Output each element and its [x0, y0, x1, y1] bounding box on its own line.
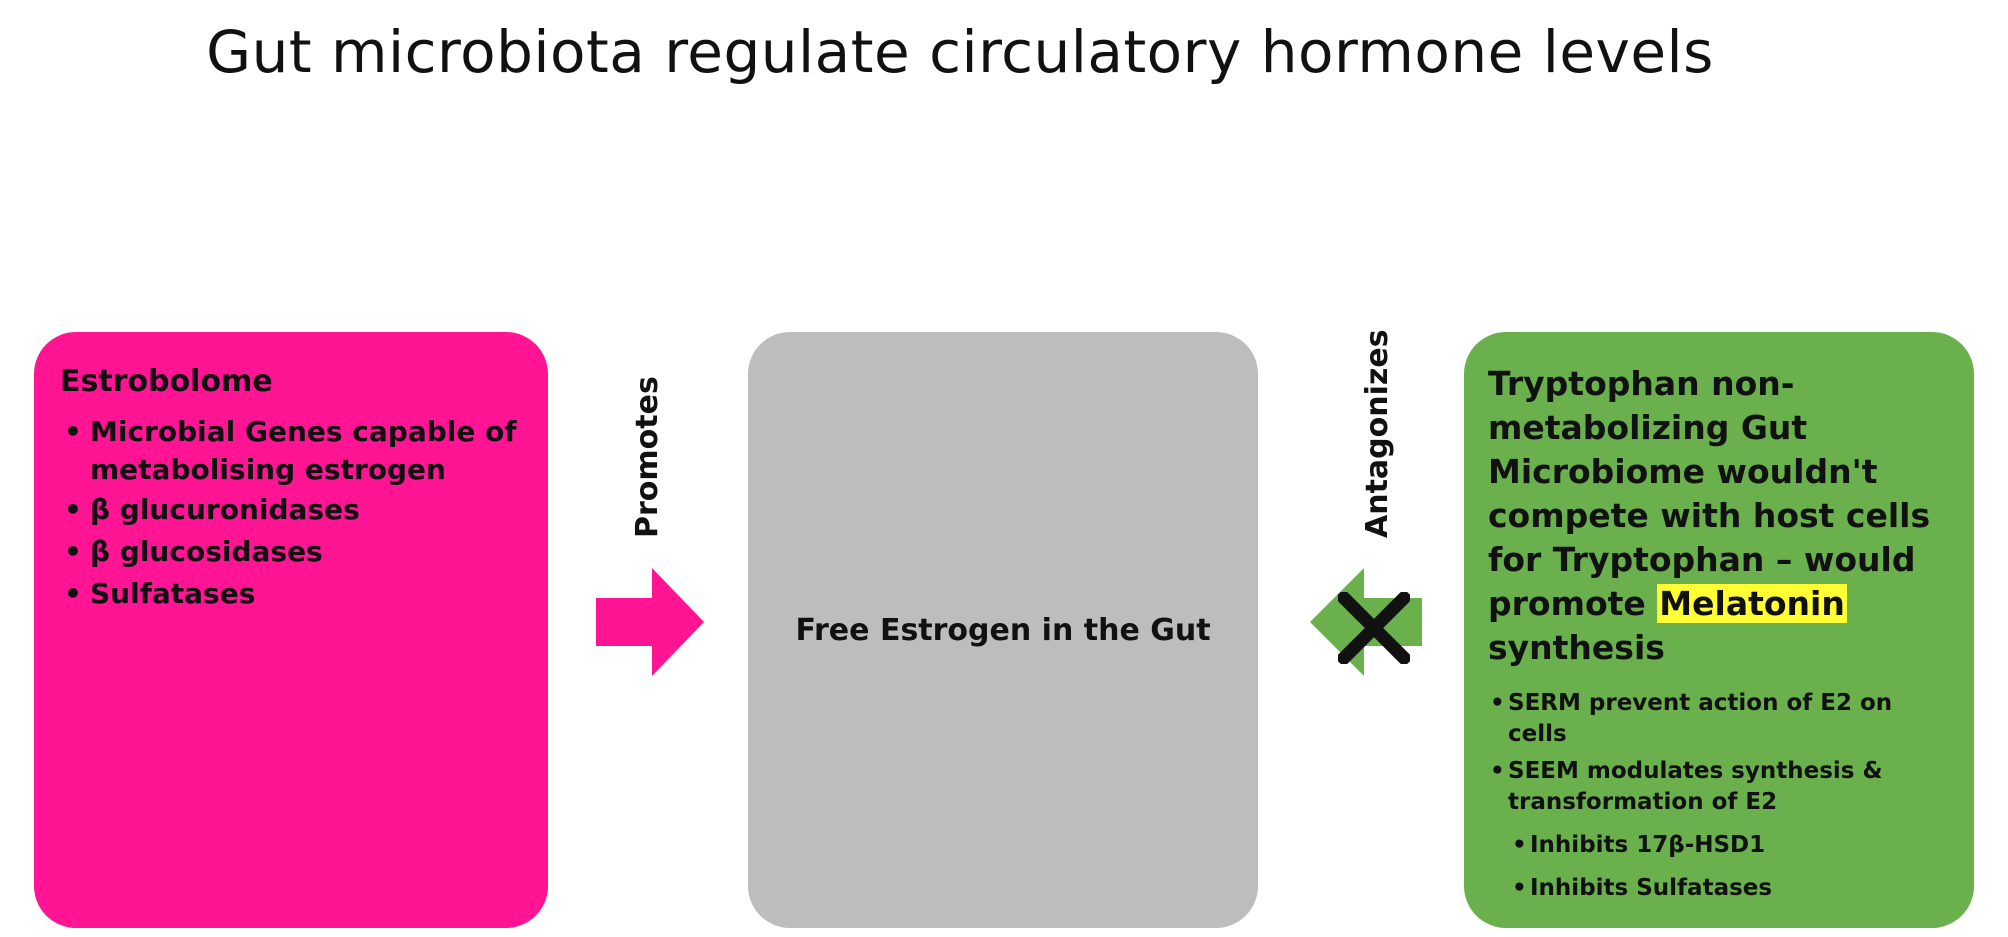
- free-estrogen-box: Free Estrogen in the Gut: [748, 332, 1258, 928]
- promotes-arrow-icon: [596, 568, 704, 676]
- antagonizes-label: Antagonizes: [1360, 329, 1395, 538]
- blocked-cross-icon: [1338, 592, 1410, 664]
- estrobolome-heading: Estrobolome: [60, 364, 273, 399]
- melatonin-highlight: Melatonin: [1657, 584, 1847, 623]
- list-item: β glucuronidases: [60, 489, 526, 531]
- free-estrogen-label: Free Estrogen in the Gut: [795, 612, 1211, 648]
- tryptophan-list: SERM prevent action of E2 on cells SEEM …: [1488, 688, 1956, 904]
- list-item: β glucosidases: [60, 531, 526, 573]
- sub-list-item: Inhibits Sulfatases: [1510, 873, 1956, 904]
- tryptophan-heading: Tryptophan non-metabolizing Gut Microbio…: [1488, 362, 1956, 670]
- estrobolome-list: Microbial Genes capable of metabolising …: [60, 413, 526, 615]
- sub-list-item: Inhibits 17β-HSD1: [1510, 830, 1956, 861]
- list-item: Microbial Genes capable of metabolising …: [60, 413, 526, 489]
- list-item: SEEM modulates synthesis & transformatio…: [1488, 756, 1956, 818]
- diagram-title: Gut microbiota regulate circulatory horm…: [206, 18, 1714, 86]
- tryptophan-box: Tryptophan non-metabolizing Gut Microbio…: [1464, 332, 1974, 928]
- estrobolome-box: Estrobolome Microbial Genes capable of m…: [34, 332, 548, 928]
- promotes-label: Promotes: [630, 376, 665, 538]
- list-item: Sulfatases: [60, 573, 526, 615]
- tryptophan-heading-end: synthesis: [1488, 628, 1665, 667]
- tryptophan-heading-text: Tryptophan non-metabolizing Gut Microbio…: [1488, 364, 1931, 623]
- list-item: SERM prevent action of E2 on cells: [1488, 688, 1956, 750]
